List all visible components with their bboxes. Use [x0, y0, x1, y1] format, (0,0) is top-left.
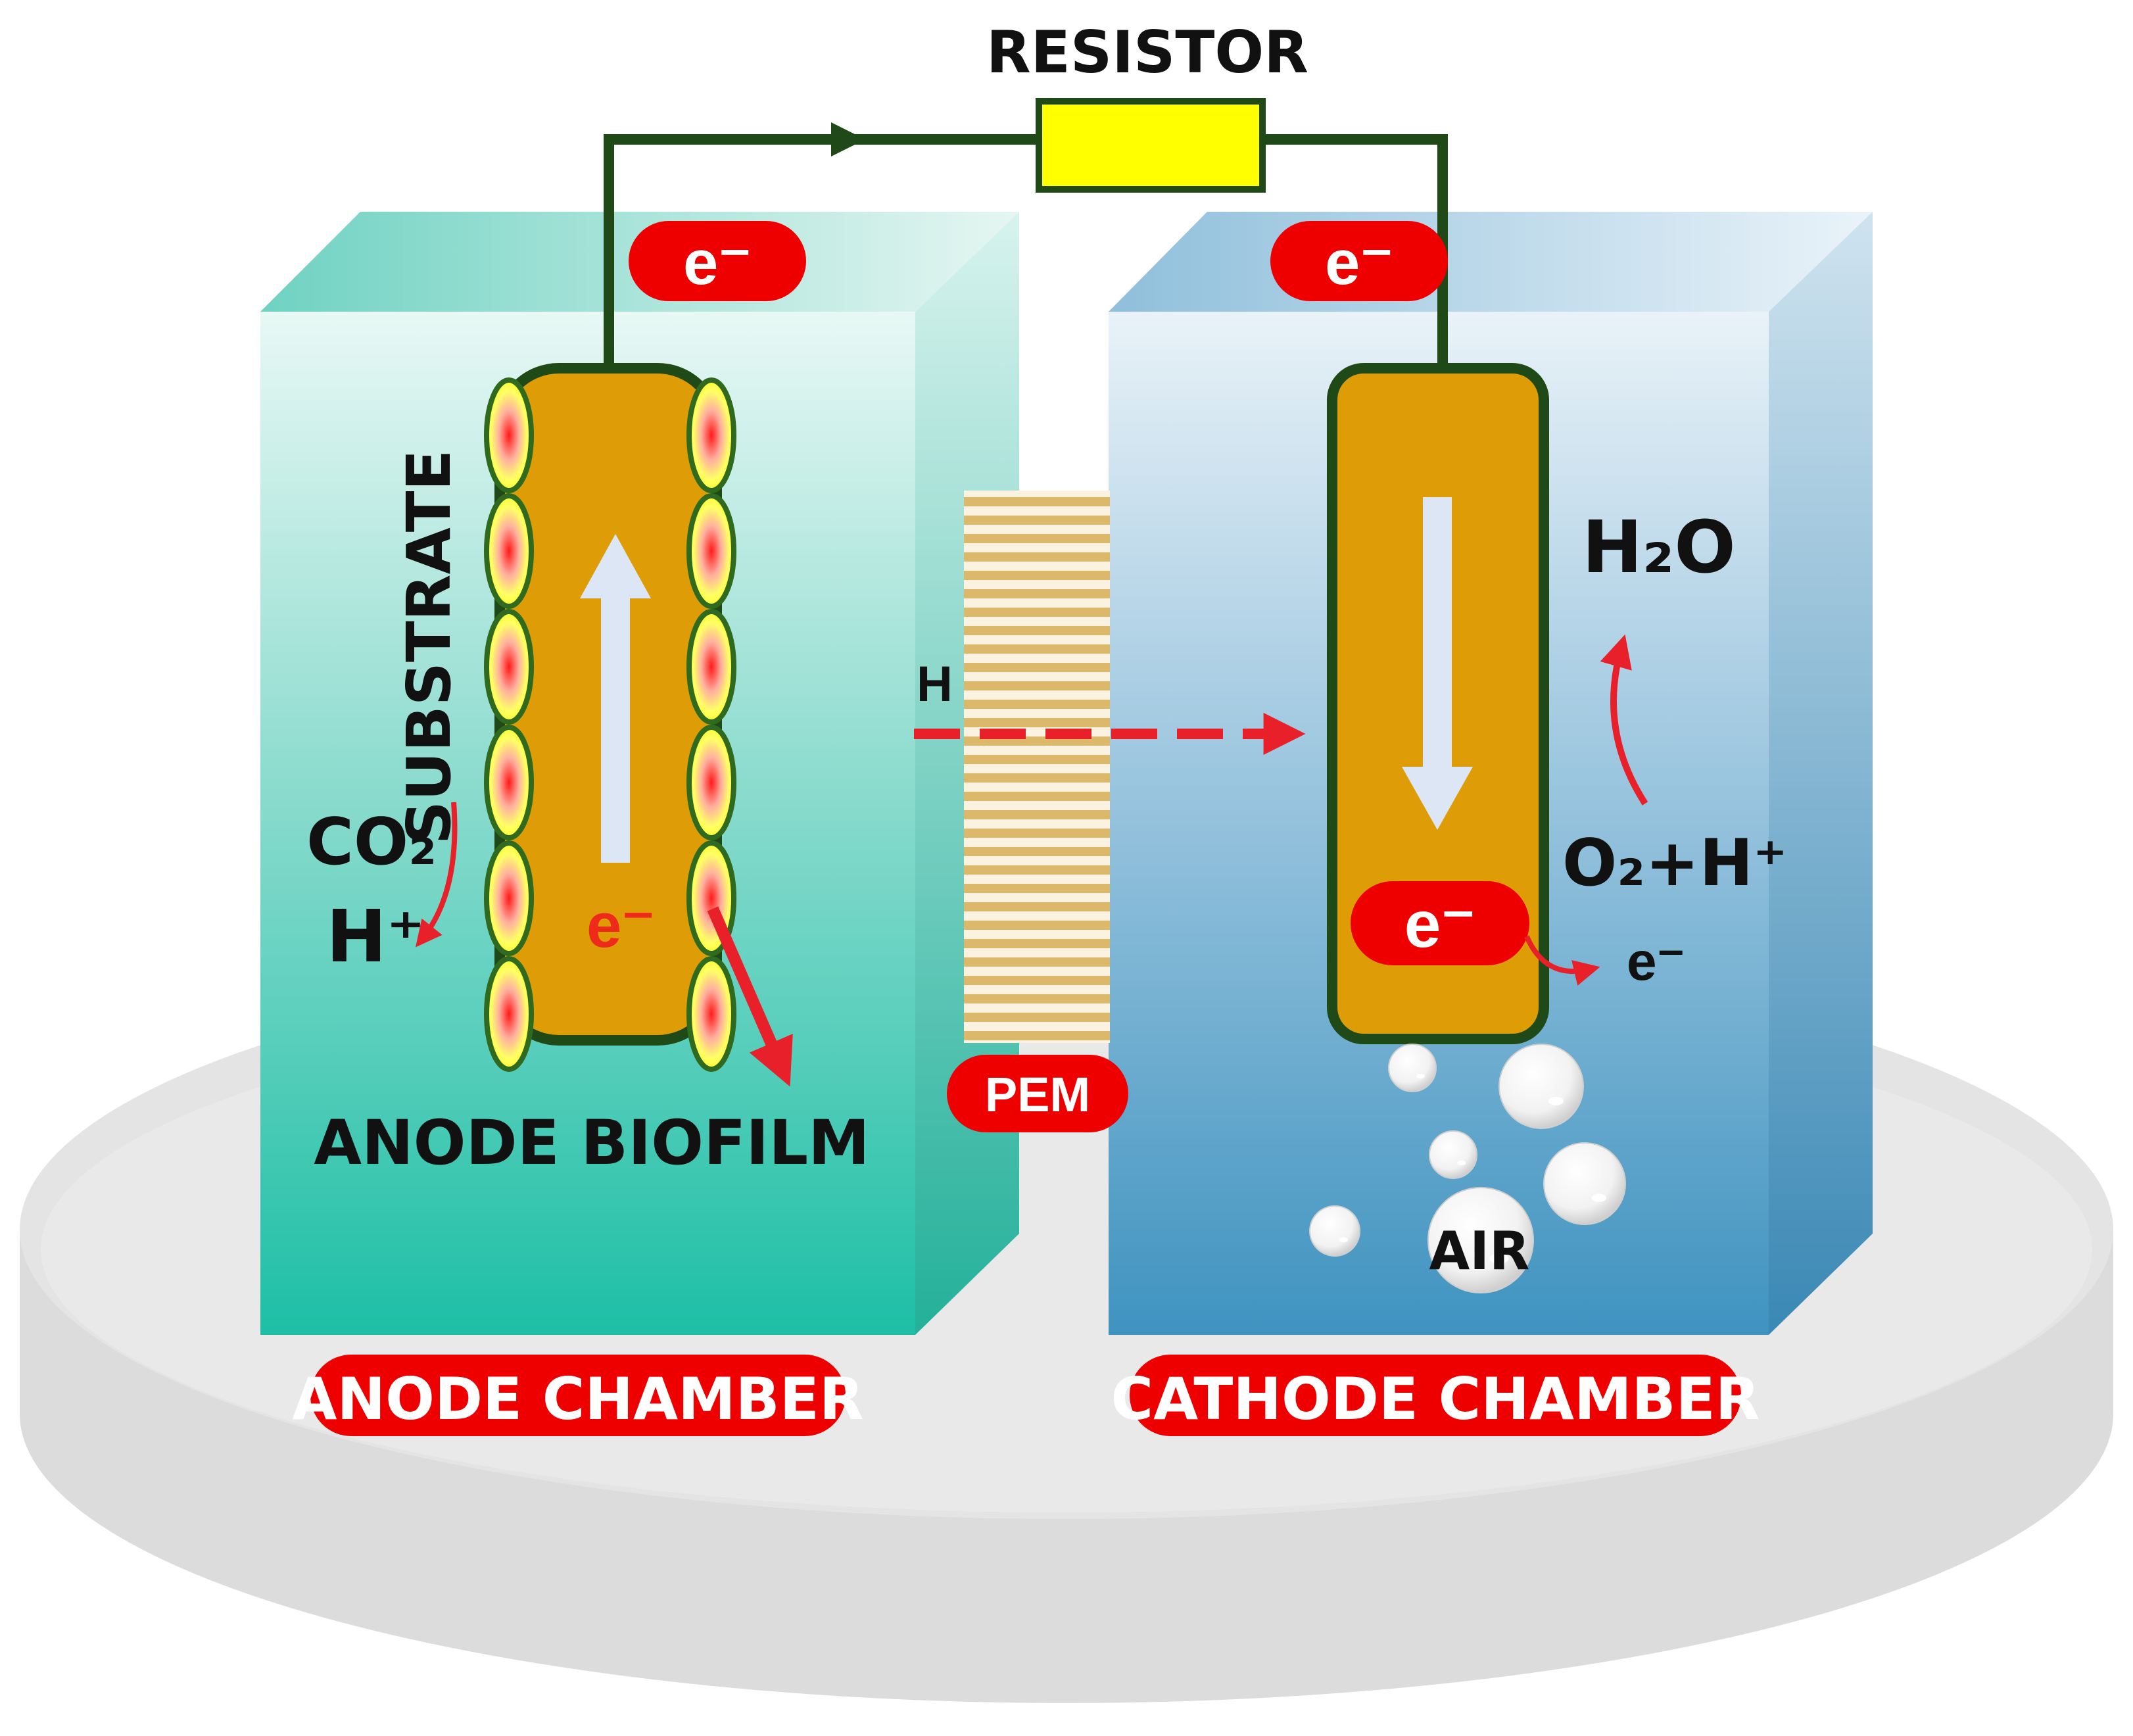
- electron-badge-cathode: e⁻: [1270, 221, 1448, 301]
- bubble-highlight: [1416, 1074, 1426, 1079]
- pem-stripe: [964, 829, 1110, 838]
- pem-stripes: [964, 497, 1110, 1040]
- pem-stripe: [964, 571, 1110, 580]
- pem-badge: PEM: [947, 1055, 1128, 1132]
- pem-stripe: [964, 497, 1110, 506]
- svg-text:CATHODE CHAMBER: CATHODE CHAMBER: [1111, 1365, 1760, 1433]
- pem-stripe: [964, 773, 1110, 783]
- pem-stripe: [964, 1031, 1110, 1040]
- pem-stripe: [964, 608, 1110, 617]
- water-formation-arrow: [1600, 634, 1648, 806]
- biofilm-right: [686, 377, 736, 1072]
- air-bubble: [1309, 1205, 1360, 1257]
- bubble-highlight: [1489, 1253, 1509, 1264]
- biofilm-left: [484, 377, 534, 1072]
- pem-stripe: [964, 663, 1110, 672]
- co2-label: CO₂: [306, 805, 437, 880]
- pem-stripe: [964, 626, 1110, 635]
- wire-direction-arrow-icon: [831, 122, 865, 157]
- pem-stripe: [964, 884, 1110, 893]
- resistor-label: RESISTOR: [986, 18, 1308, 86]
- pem-stripe: [964, 902, 1110, 911]
- air-bubbles: [1309, 1044, 1626, 1293]
- anode-electron-label: e⁻: [587, 890, 655, 961]
- pem-stripe: [964, 516, 1110, 525]
- bubble-highlight: [1457, 1161, 1466, 1166]
- bacterium-cell: [484, 956, 534, 1072]
- bacterium-cell: [686, 493, 736, 609]
- bacterium-cell: [686, 725, 736, 840]
- pem-stripe: [964, 847, 1110, 856]
- bubble-highlight: [1339, 1237, 1349, 1243]
- cathode-tank-top: [1109, 212, 1873, 312]
- air-bubble: [1427, 1187, 1534, 1293]
- pem-stripe: [964, 681, 1110, 690]
- bacterium-cell: [484, 493, 534, 609]
- pem-stripe: [964, 957, 1110, 967]
- bubble-highlight: [1548, 1097, 1564, 1105]
- electron-flow-up-arrow-icon: [580, 534, 651, 863]
- anode-biofilm-label: ANODE BIOFILM: [314, 1107, 869, 1179]
- bacterium-cell: [484, 725, 534, 840]
- pem-stripe: [964, 792, 1110, 801]
- cathode-tank-side: [1769, 212, 1873, 1335]
- pem-stripe: [964, 1013, 1110, 1022]
- pem-stripe: [964, 534, 1110, 543]
- bacterium-cell: [484, 609, 534, 725]
- air-bubble: [1429, 1130, 1477, 1179]
- electron-flow-down-arrow-icon: [1402, 497, 1473, 830]
- bubble-highlight: [1591, 1194, 1606, 1202]
- anode-chamber-badge: ANODE CHAMBER: [292, 1355, 864, 1436]
- electron-badge-cathode-electrode: [1351, 881, 1529, 965]
- svg-text:e⁻: e⁻: [1325, 228, 1393, 298]
- substrate-to-products-arrow: [415, 802, 458, 948]
- air-label: AIR: [1429, 1220, 1529, 1282]
- h-plus-label: H⁺: [326, 894, 425, 978]
- pem-stripe: [964, 700, 1110, 709]
- electron-release-arrow: [707, 906, 793, 1087]
- pem-stripe: [964, 718, 1110, 727]
- svg-text:ANODE CHAMBER: ANODE CHAMBER: [292, 1365, 863, 1433]
- pem-stripe: [964, 755, 1110, 764]
- bacterium-cell: [484, 377, 534, 493]
- free-electron-label: e⁻: [1627, 932, 1685, 992]
- air-bubble: [1543, 1142, 1626, 1225]
- bacterium-cell: [686, 377, 736, 493]
- pem-stripe: [964, 644, 1110, 654]
- pem-stripe: [964, 939, 1110, 948]
- pem-stripe: [964, 552, 1110, 562]
- air-bubble: [1388, 1044, 1437, 1092]
- electron-transfer-arrow: [1524, 935, 1600, 986]
- bacterium-cell: [484, 840, 534, 956]
- svg-text:e⁻: e⁻: [1404, 888, 1475, 961]
- svg-text:e⁻: e⁻: [683, 228, 752, 298]
- bacterium-cell: [686, 609, 736, 725]
- o2-h-plus-label: O₂+H⁺: [1562, 826, 1787, 901]
- air-bubble: [1498, 1044, 1584, 1129]
- anode-electrode: e⁻: [484, 363, 736, 1072]
- pem-membrane: [964, 491, 1110, 1043]
- electron-badge-anode: e⁻: [629, 221, 806, 301]
- pem-stripe: [964, 865, 1110, 875]
- substrate-label: SUBSTRATE: [394, 450, 464, 845]
- h2o-label: H₂O: [1582, 505, 1736, 589]
- cathode-electrode: e⁻: [1327, 363, 1549, 1044]
- svg-text:PEM: PEM: [985, 1067, 1090, 1122]
- pem-stripe: [964, 589, 1110, 598]
- pem-stripe: [964, 921, 1110, 930]
- pem-stripe: [964, 976, 1110, 985]
- pem-stripe: [964, 810, 1110, 819]
- bacterium-cell: [686, 956, 736, 1072]
- cathode-chamber-badge: CATHODE CHAMBER: [1111, 1355, 1760, 1436]
- resistor: [1036, 98, 1266, 193]
- pem-stripe: [964, 994, 1110, 1003]
- proton-label: H: [917, 656, 953, 712]
